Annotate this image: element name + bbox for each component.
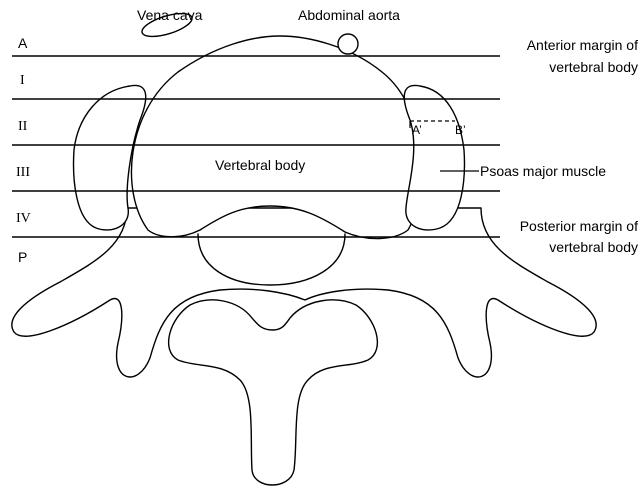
a-prime-label: A’ <box>412 123 422 137</box>
zone-label-p: P <box>18 249 27 265</box>
abdominal-aorta <box>338 34 358 54</box>
zone-label-iii: III <box>16 165 30 180</box>
anterior-margin-label-line2: vertebral body <box>549 59 638 75</box>
right-psoas-muscle <box>404 85 464 230</box>
zone-label-iv: IV <box>16 211 31 226</box>
zone-label-a: A <box>18 35 28 51</box>
zone-label-ii: II <box>18 119 28 134</box>
psoas-label: Psoas major muscle <box>480 163 606 179</box>
abdominal-aorta-label: Abdominal aorta <box>298 7 400 23</box>
vena-cava-label: Vena cava <box>137 7 203 23</box>
zone-label-i: I <box>20 73 25 88</box>
spinous-process <box>169 300 378 485</box>
anterior-margin-label-line1: Anterior margin of <box>527 37 638 53</box>
posterior-margin-label-line1: Posterior margin of <box>520 218 638 234</box>
b-prime-label: B’ <box>455 123 466 137</box>
vertebral-body-label: Vertebral body <box>215 157 305 173</box>
posterior-margin-label-line2: vertebral body <box>549 239 638 255</box>
